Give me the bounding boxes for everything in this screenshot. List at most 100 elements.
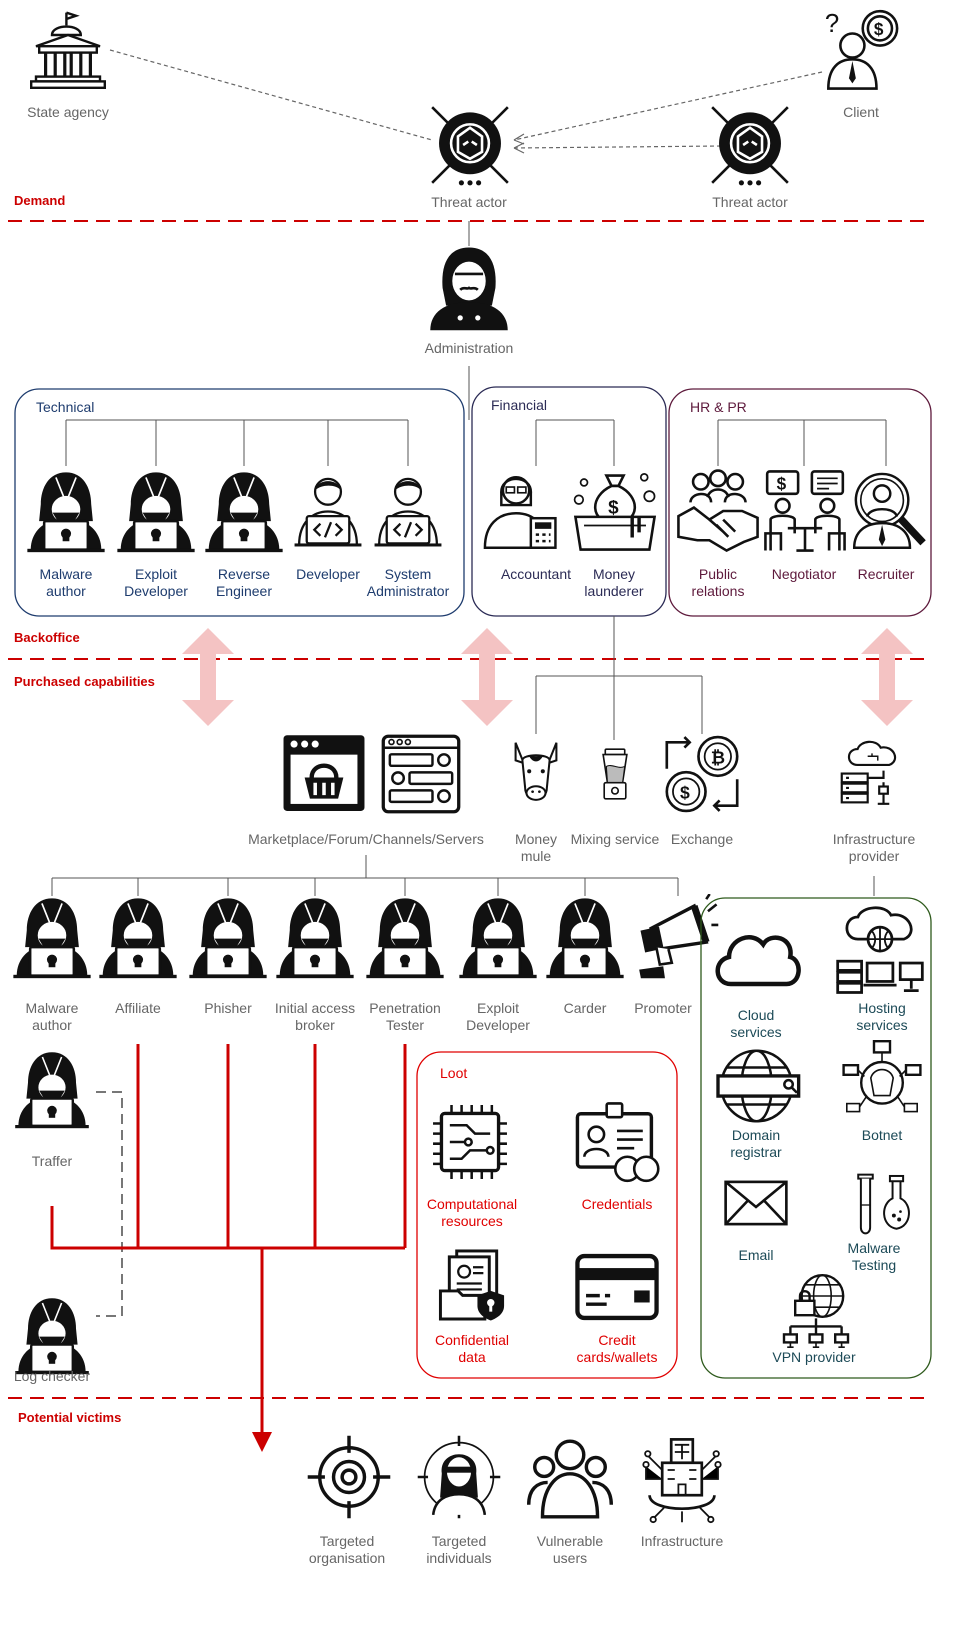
actor-tree [51,855,875,896]
cloud-icon [718,937,799,984]
traffer-icon [13,1050,91,1130]
loot-label: Credit [598,1332,635,1348]
infrastructure-provider-icon [840,740,897,806]
mixing-service-label: Mixing service [571,831,660,847]
double-arrow-icon [182,628,234,726]
currency-exchange-icon [665,735,739,813]
infra-label: Cloud [738,1007,775,1023]
victim-label: users [553,1550,587,1566]
envelope-icon [724,1180,788,1226]
victim-label: Targeted [432,1533,486,1549]
infrastructure-icon [641,1438,723,1524]
actor-label: Promoter [634,1000,692,1016]
accountant-icon [483,475,557,550]
exchange-label: Exchange [671,831,733,847]
hacker-icon [98,897,178,980]
role-label: Public [699,566,737,582]
loot-label: Computational [427,1196,517,1212]
demand-connections [109,49,823,154]
section-label-demand: Demand [14,193,65,208]
infra-label: services [856,1017,907,1033]
attack-flow [50,1044,407,1434]
credit-card-icon [577,1256,656,1318]
infra-provider-label: provider [849,848,900,864]
loot-label: Credentials [582,1196,653,1212]
hacker-icon [365,897,445,980]
role-label: Malware [40,566,93,582]
actor-label: Carder [564,1000,607,1016]
money-mule-label: mule [521,848,552,864]
developer-icon [293,477,363,548]
role-label: Engineer [216,583,272,599]
section-label-backoffice: Backoffice [14,630,80,645]
victim-label: individuals [426,1550,491,1566]
globe-search-icon [716,1048,801,1124]
marketplace-icon [284,735,365,811]
financial-group-title: Financial [491,397,547,413]
traffer-log-link [96,1091,123,1317]
threat-actor-icon [710,105,790,187]
role-label: Developer [124,583,188,599]
victim-label: organisation [309,1550,385,1566]
recruiter-icon [854,474,923,548]
infra-label: VPN provider [772,1349,856,1365]
state-agency-icon [29,10,107,90]
money-launderer-icon [572,472,657,552]
targeted-individual-icon [416,1434,502,1520]
exchange-arrows [182,628,913,726]
hacker-icon [12,897,92,980]
role-label: Accountant [501,566,571,582]
actor-label: Penetration [369,1000,441,1016]
reverse-engineer-icon [204,471,284,554]
infra-label: services [730,1024,781,1040]
actor-label: broker [295,1017,335,1033]
malware-author-icon [26,471,106,554]
traffer-label: Traffer [32,1153,73,1169]
confidential-data-icon [438,1249,506,1323]
hacker-icon [458,897,538,980]
role-label: Administrator [367,583,450,599]
test-tube-icon [857,1173,911,1235]
money-mule-label: Money [515,831,557,847]
exploit-developer-icon [116,471,196,554]
role-label: Money [593,566,635,582]
infra-label: Email [738,1247,773,1263]
client-icon [823,8,899,90]
infrastructure-box [700,897,932,1379]
role-label: relations [692,583,745,599]
section-label-purchased: Purchased capabilities [14,674,155,689]
loot-title: Loot [440,1065,467,1081]
loot-box [416,1051,678,1379]
victim-label: Vulnerable [537,1533,604,1549]
handshake-icon [677,469,759,552]
infra-label: Testing [852,1257,896,1273]
forum-icon [381,734,461,814]
infra-provider-label: Infrastructure [833,831,916,847]
loot-label: data [458,1349,485,1365]
victim-label: Infrastructure [641,1533,724,1549]
actor-label: Phisher [204,1000,252,1016]
vpn-icon [782,1273,850,1349]
actor-label: Initial access [275,1000,355,1016]
threat-actor-icon [430,105,510,187]
double-arrow-icon [861,628,913,726]
administration-icon [428,246,510,332]
double-arrow-icon [461,628,513,726]
actor-label: Exploit [477,1000,519,1016]
role-label: Exploit [135,566,177,582]
arrow-head-icon [252,1432,272,1452]
loot-label: Confidential [435,1332,509,1348]
log-checker-label: Log checker [14,1368,91,1384]
loot-label: resources [441,1213,502,1229]
role-label: Negotiator [772,566,837,582]
administration-label: Administration [425,340,514,356]
hr-group-title: HR & PR [690,399,747,415]
chip-icon [431,1103,509,1181]
role-label: Reverse [218,566,270,582]
donkey-icon [514,741,558,802]
threat-actor-label-2: Threat actor [712,194,788,210]
technical-group-title: Technical [36,399,94,415]
infra-label: registrar [730,1144,782,1160]
role-label: launderer [584,583,643,599]
